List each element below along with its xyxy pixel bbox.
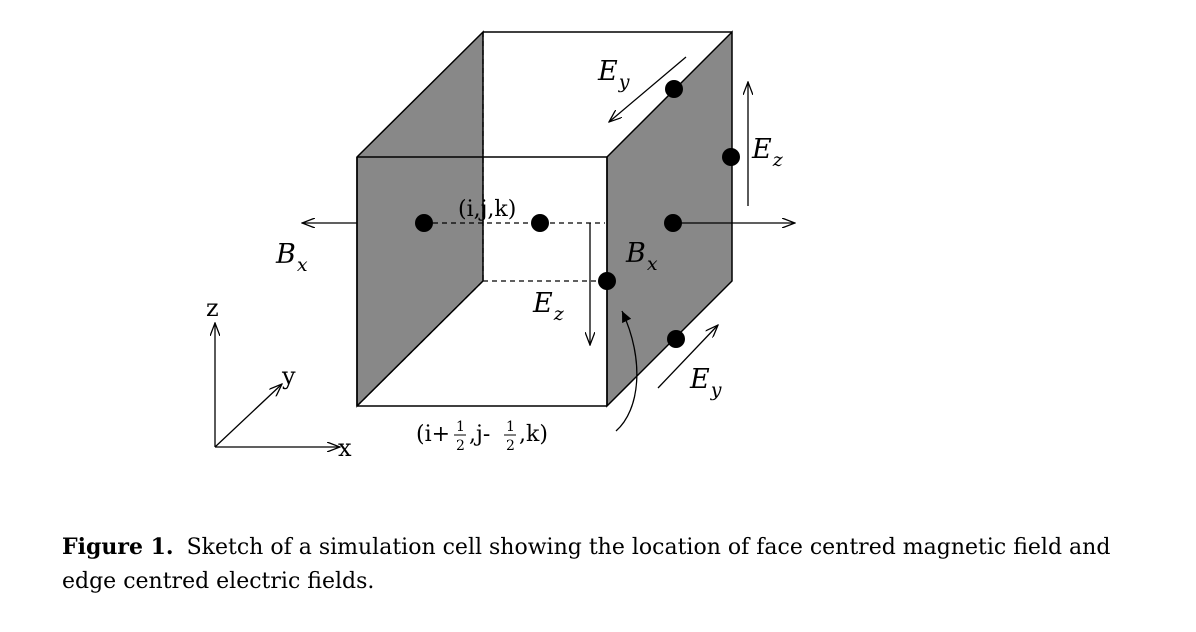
label-ez-right: Ez	[751, 134, 784, 171]
y-axis	[214, 384, 282, 448]
field-points	[415, 80, 740, 348]
label-edge-index: (i+ 1 2 ,j- 1 2 ,k)	[416, 419, 548, 454]
pointer-curve	[615, 310, 638, 432]
label-bx-right: Bx	[625, 238, 658, 275]
label-axis-z: z	[206, 294, 219, 322]
svg-text:,j-: ,j-	[469, 422, 490, 447]
axes	[215, 323, 340, 447]
svg-text:2: 2	[506, 438, 515, 454]
ey-top-dot	[665, 80, 683, 98]
bx-right-dot	[664, 214, 682, 232]
ey-top-arrow	[609, 56, 687, 122]
figure-label: Figure 1.	[62, 534, 174, 560]
label-bx-left: Bx	[275, 239, 308, 276]
label-ez-inner: Ez	[532, 288, 565, 325]
svg-text:1: 1	[506, 419, 515, 435]
ez-right-dot	[722, 148, 740, 166]
center-dot	[531, 214, 549, 232]
svg-text:,k): ,k)	[519, 422, 548, 447]
ez-inner-dot	[598, 272, 616, 290]
svg-text:1: 1	[456, 419, 465, 435]
ey-bottom-arrow	[657, 325, 718, 389]
label-axis-y: y	[281, 362, 296, 390]
simulation-cell-diagram: Ey Ez Bx Bx Ez Ey (i,j,k) (i+ 1 2 ,j- 1 …	[206, 30, 1196, 462]
hidden-edges	[356, 32, 605, 407]
caption-text: Sketch of a simulation cell showing the …	[62, 535, 1111, 594]
field-arrows	[302, 56, 795, 432]
label-center-index: (i,j,k)	[458, 197, 516, 222]
figure-caption: Figure 1. Sketch of a simulation cell sh…	[62, 530, 1162, 599]
label-axis-x: x	[338, 434, 352, 462]
label-ey-bottom: Ey	[689, 364, 722, 401]
ey-bottom-dot	[667, 330, 685, 348]
svg-text:(i+: (i+	[416, 422, 450, 447]
bx-left-dot	[415, 214, 433, 232]
svg-text:2: 2	[456, 438, 465, 454]
label-ey-top: Ey	[597, 56, 630, 93]
